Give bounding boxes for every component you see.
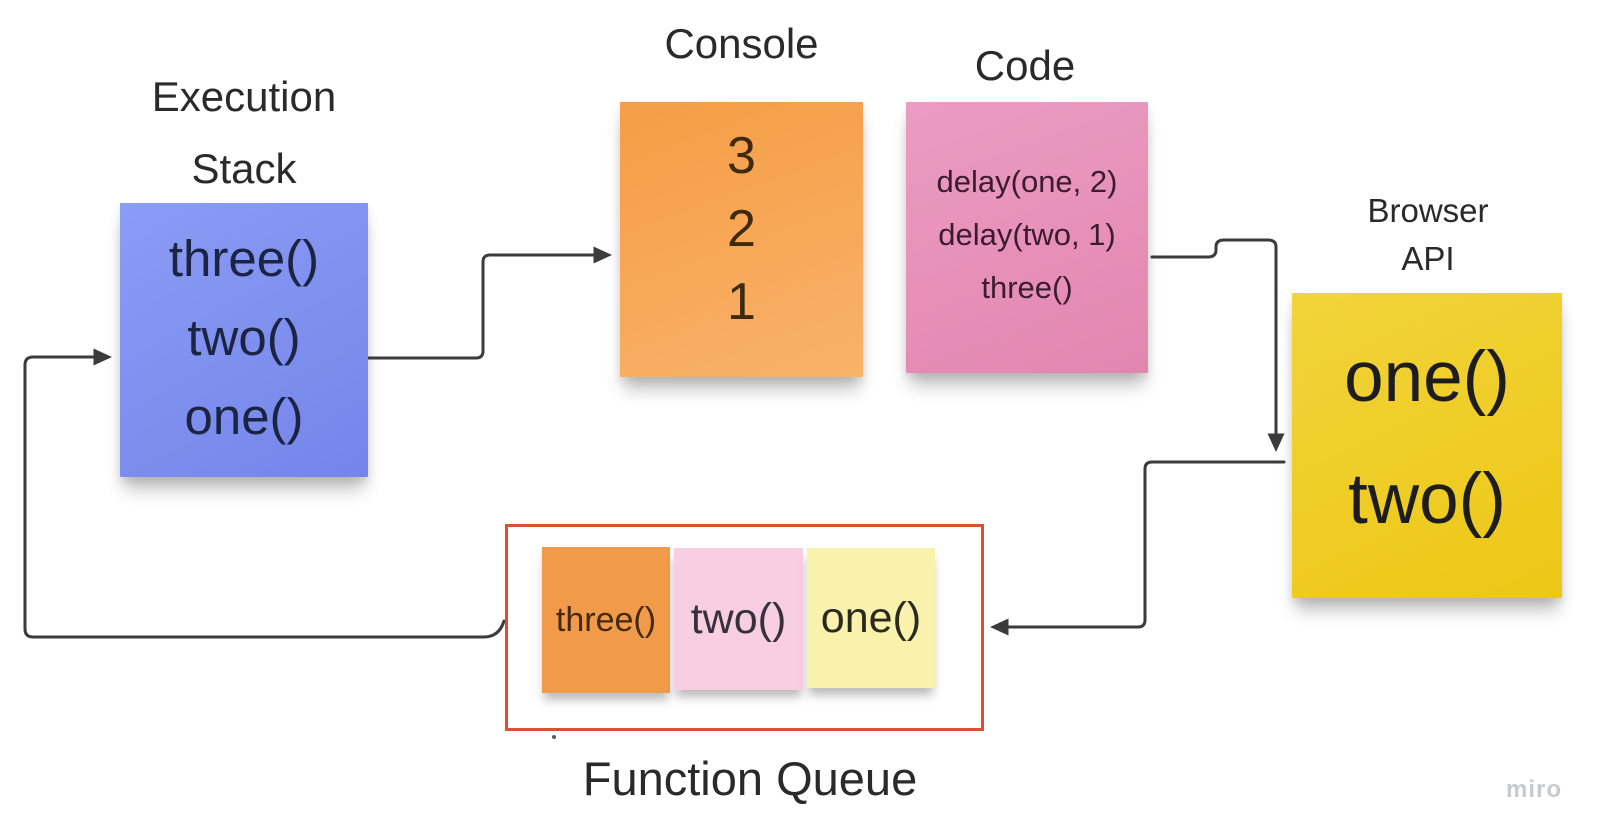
code-line: delay(two, 1) <box>938 217 1116 252</box>
console-output: 2 <box>727 200 756 258</box>
queue-note-label: two() <box>690 594 787 643</box>
execution-stack-title[interactable]: Execution Stack <box>120 61 368 205</box>
browser-api-title[interactable]: Browser API <box>1322 187 1534 283</box>
connector-function-queue-to-execution-stack[interactable] <box>23 348 506 639</box>
connector-browser-api-to-function-queue[interactable] <box>990 460 1286 636</box>
execution-stack-title-line2: Stack <box>191 145 297 192</box>
execution-stack-note[interactable]: three() two() one() <box>120 203 368 477</box>
miro-watermark: miro <box>1506 776 1563 803</box>
queue-note-three[interactable]: three() <box>542 547 670 693</box>
stack-item: two() <box>187 309 301 366</box>
code-note[interactable]: delay(one, 2) delay(two, 1) three() <box>906 102 1148 373</box>
stack-item: one() <box>184 388 304 445</box>
browser-api-note[interactable]: one() two() <box>1292 293 1562 598</box>
console-note[interactable]: 3 2 1 <box>620 102 863 377</box>
code-line: delay(one, 2) <box>936 164 1118 199</box>
code-line: three() <box>981 270 1073 305</box>
browser-api-item: one() <box>1344 338 1510 417</box>
queue-note-two[interactable]: two() <box>674 548 803 690</box>
browser-api-item: two() <box>1348 460 1506 539</box>
function-queue-title[interactable]: Function Queue <box>582 752 918 805</box>
execution-stack-title-line1: Execution <box>151 73 337 120</box>
connector-code-to-browser-api[interactable] <box>1150 238 1285 452</box>
stack-item: three() <box>168 230 320 287</box>
browser-api-title-line1: Browser <box>1367 192 1489 229</box>
queue-note-label: one() <box>820 593 922 642</box>
code-title[interactable]: Code <box>974 42 1076 89</box>
queue-note-label: three() <box>555 600 657 639</box>
stray-dot <box>552 735 556 739</box>
connector-execution-stack-to-console[interactable] <box>366 246 612 360</box>
console-output: 1 <box>727 273 756 331</box>
browser-api-title-line2: API <box>1401 240 1455 277</box>
console-output: 3 <box>727 127 756 185</box>
console-title[interactable]: Console <box>664 20 819 67</box>
queue-note-one[interactable]: one() <box>807 548 935 688</box>
